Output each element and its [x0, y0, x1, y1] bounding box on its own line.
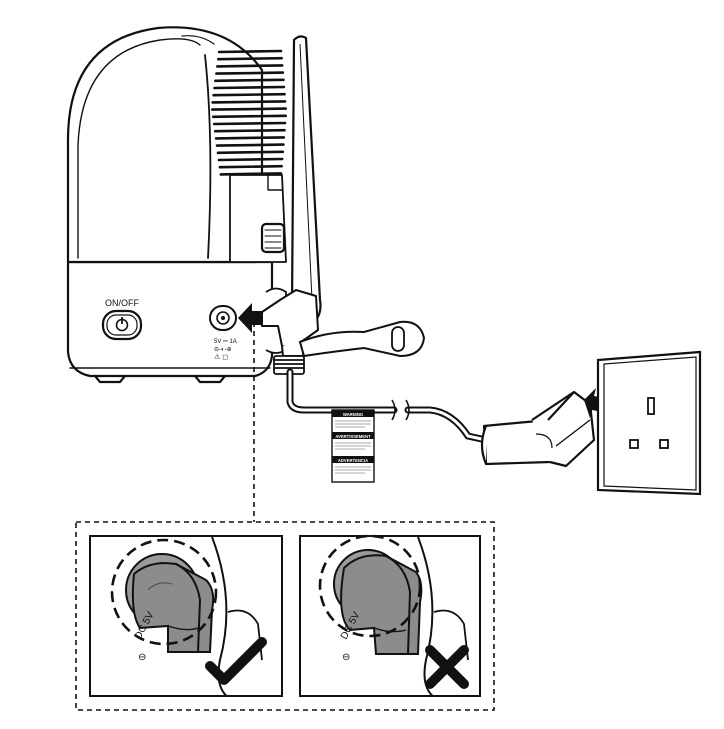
- grille-slot: [214, 136, 286, 140]
- detail-callout-box: [75, 521, 495, 711]
- right-angle-plug: [261, 289, 319, 357]
- detail-panel-correct: DC 5V ⊖: [89, 535, 283, 697]
- grille-slot: [211, 107, 288, 111]
- polarity-label: ⊖-◐-⊕: [214, 347, 232, 353]
- power-button[interactable]: [101, 309, 143, 341]
- side-knob: [260, 222, 286, 254]
- grille-slot: [216, 150, 285, 155]
- power-button-label: ON/OFF: [105, 298, 139, 308]
- grille-slot: [213, 128, 286, 133]
- grille-slot: [212, 114, 288, 119]
- svg-text:⊖: ⊖: [138, 652, 146, 663]
- grille-slot: [216, 64, 284, 68]
- grille-slot: [217, 157, 284, 162]
- grille-slot: [217, 56, 283, 61]
- wall-socket: [596, 350, 702, 496]
- svg-text:⊖: ⊖: [342, 652, 350, 663]
- svg-text:ADVERTENCIA: ADVERTENCIA: [338, 458, 368, 463]
- rating-label: 5V ⎓ 1A: [214, 339, 237, 345]
- svg-text:WARNING: WARNING: [343, 412, 363, 417]
- dc-jack: [209, 305, 237, 331]
- insert-arrow-icon: [238, 303, 262, 333]
- detail-panel-incorrect: DC 5V ⊖: [299, 534, 481, 697]
- power-adapter: [480, 390, 596, 468]
- speaker-grille: [211, 49, 288, 176]
- grille-slot: [218, 164, 283, 169]
- grille-slot: [215, 143, 285, 147]
- grille-slot: [219, 172, 283, 176]
- grille-slot: [213, 85, 286, 90]
- power-cable: [286, 368, 490, 444]
- cross-mark-icon: [425, 645, 469, 689]
- cable-clip: [273, 355, 305, 375]
- grille-slot: [212, 121, 287, 126]
- grille-slot: [211, 100, 287, 104]
- grille-slot: [215, 71, 285, 75]
- svg-text:AVERTISSEMENT: AVERTISSEMENT: [335, 434, 371, 439]
- grille-slot: [214, 78, 285, 83]
- check-mark-icon: [205, 637, 267, 685]
- grille-slot: [217, 49, 283, 54]
- antenna: [290, 35, 322, 324]
- safety-symbols: ⚠ ◻: [214, 353, 228, 361]
- grille-slot: [212, 92, 286, 97]
- camera-unit: [66, 26, 287, 384]
- camera-base: [66, 260, 274, 378]
- warning-tag: WARNING AVERTISSEMENT ADVERTENCIA: [331, 409, 375, 483]
